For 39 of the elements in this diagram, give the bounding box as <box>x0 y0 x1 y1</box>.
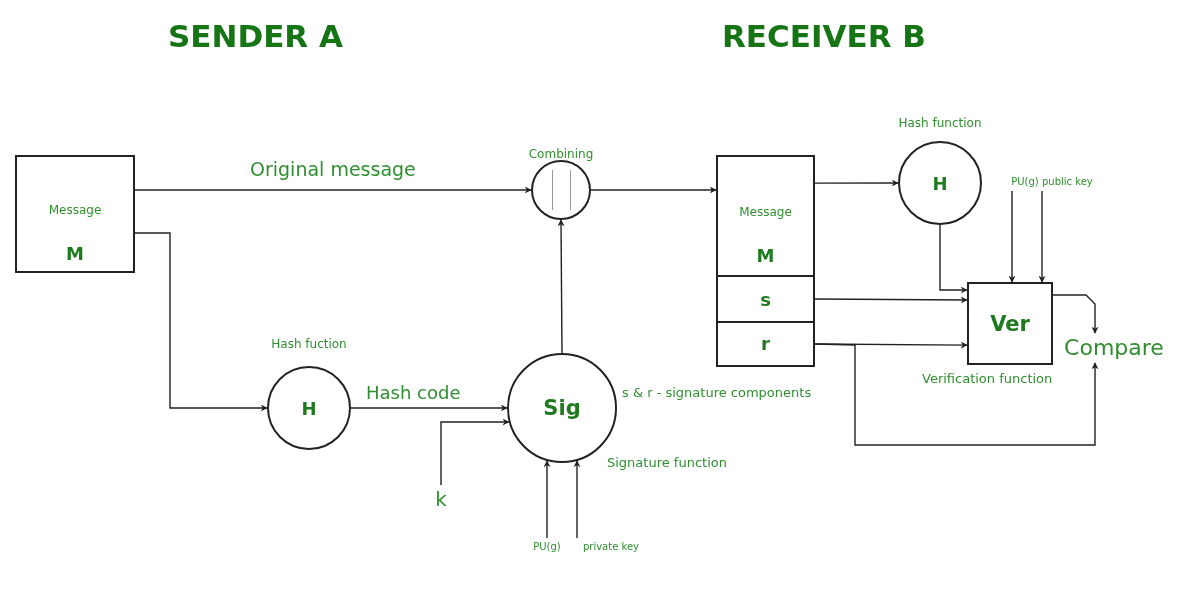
arrow <box>814 343 1099 446</box>
function-label: Combining <box>527 147 595 161</box>
symbol-label: H <box>931 172 949 194</box>
arrow <box>573 460 581 539</box>
node-label: Signature function <box>607 455 727 470</box>
arrow <box>814 296 968 304</box>
symbol-label: H <box>300 397 318 419</box>
function-label: Hash fuction <box>270 337 348 351</box>
arrow <box>557 219 565 354</box>
input-label: private key <box>581 540 640 554</box>
arrow <box>1038 190 1046 283</box>
arrow <box>543 460 551 539</box>
section-heading: SENDER A <box>168 18 343 54</box>
symbol-label: M <box>65 243 85 264</box>
arrow <box>134 232 268 412</box>
arrow <box>1052 294 1099 334</box>
symbol-label: s <box>759 289 772 310</box>
symbol-label: r <box>760 333 771 354</box>
symbol-label: Ver <box>989 312 1031 336</box>
symbol-label: M <box>755 245 776 266</box>
key-label: PU(g) public key <box>1010 175 1094 189</box>
arrow <box>590 186 717 194</box>
arrow <box>814 179 899 187</box>
box-label: Message <box>738 205 793 219</box>
function-label: Hash function <box>897 116 983 130</box>
input-label: PU(g) <box>532 540 562 554</box>
section-heading: RECEIVER B <box>722 18 926 54</box>
box-label: Message <box>47 203 103 217</box>
symbol-label: Sig <box>542 396 582 420</box>
compare-label: Compare <box>1063 334 1165 362</box>
arrow <box>440 418 510 486</box>
node-label: Verification function <box>922 371 1053 386</box>
arrow <box>1008 190 1016 283</box>
arrow <box>939 224 968 294</box>
arrow <box>134 186 532 194</box>
note-label: s & r - signature components <box>622 385 812 400</box>
edge-label: Original message <box>248 158 418 180</box>
input-label: k <box>434 486 448 513</box>
arrow <box>350 404 508 412</box>
